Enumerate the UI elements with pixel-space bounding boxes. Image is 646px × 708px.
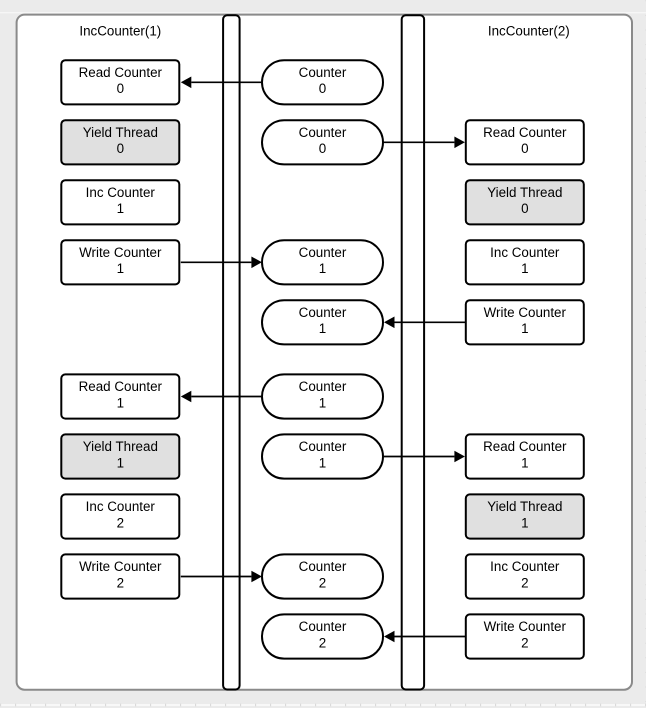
svg-text:Counter: Counter [299,305,347,320]
svg-text:2: 2 [319,575,326,590]
svg-text:1: 1 [521,261,528,276]
svg-text:1: 1 [319,395,326,410]
svg-text:Counter: Counter [299,439,347,454]
svg-text:0: 0 [521,201,528,216]
svg-text:Read Counter: Read Counter [483,439,567,454]
svg-text:Read Counter: Read Counter [79,379,163,394]
svg-text:Yield Thread: Yield Thread [83,439,158,454]
svg-text:Yield Thread: Yield Thread [487,185,562,200]
svg-text:0: 0 [521,141,528,156]
svg-text:2: 2 [117,575,124,590]
svg-text:0: 0 [319,141,326,156]
svg-text:Read Counter: Read Counter [483,125,567,140]
svg-text:Inc Counter: Inc Counter [490,559,560,574]
svg-text:IncCounter(1): IncCounter(1) [79,24,161,39]
svg-text:2: 2 [521,635,528,650]
svg-text:1: 1 [521,455,528,470]
svg-text:1: 1 [117,455,124,470]
svg-text:2: 2 [521,575,528,590]
svg-text:Write Counter: Write Counter [79,245,162,260]
svg-text:2: 2 [117,515,124,530]
svg-text:Counter: Counter [299,379,347,394]
svg-text:1: 1 [319,261,326,276]
svg-text:1: 1 [319,321,326,336]
svg-text:1: 1 [117,395,124,410]
svg-text:Write Counter: Write Counter [79,559,162,574]
svg-text:1: 1 [117,201,124,216]
svg-text:1: 1 [521,321,528,336]
svg-text:1: 1 [319,455,326,470]
svg-text:Read Counter: Read Counter [79,65,163,80]
svg-text:Counter: Counter [299,245,347,260]
svg-text:Inc Counter: Inc Counter [86,499,156,514]
svg-text:IncCounter(2): IncCounter(2) [488,24,570,39]
svg-text:Inc Counter: Inc Counter [490,245,560,260]
svg-text:Write Counter: Write Counter [484,305,567,320]
svg-text:Counter: Counter [299,65,347,80]
svg-text:0: 0 [117,141,124,156]
svg-text:1: 1 [521,515,528,530]
svg-text:Counter: Counter [299,125,347,140]
svg-text:0: 0 [117,81,124,96]
svg-text:Counter: Counter [299,619,347,634]
svg-text:Inc Counter: Inc Counter [86,185,156,200]
svg-text:2: 2 [319,635,326,650]
svg-text:Counter: Counter [299,559,347,574]
svg-text:0: 0 [319,81,326,96]
svg-text:Yield Thread: Yield Thread [487,499,562,514]
svg-text:1: 1 [117,261,124,276]
svg-text:Write Counter: Write Counter [484,619,567,634]
svg-text:Yield Thread: Yield Thread [83,125,158,140]
